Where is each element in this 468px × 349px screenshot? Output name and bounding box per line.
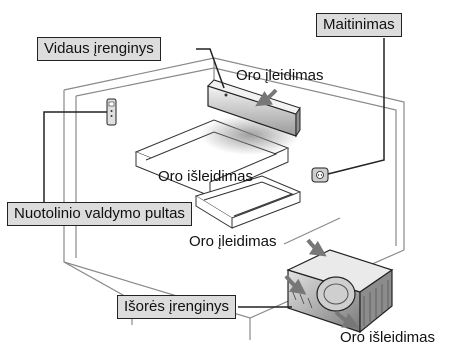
furniture	[134, 119, 302, 229]
outdoor-inlet-arrow	[306, 238, 327, 257]
indoor-unit-label: Vidaus įrenginys	[37, 37, 161, 61]
indoor-outlet-text: Oro išleidimas	[158, 168, 254, 185]
outdoor-outlet-arrow	[334, 310, 360, 328]
power-outlet-icon	[311, 167, 329, 183]
indoor-unit-side	[295, 106, 301, 138]
outdoor-inlet-arrow-2	[284, 274, 307, 295]
remote-control-icon	[106, 98, 117, 126]
remote-leader-line	[43, 111, 107, 214]
indoor-inlet-text: Oro įleidimas	[236, 67, 324, 84]
indoor-leader-line	[196, 48, 225, 89]
power-cable	[327, 38, 385, 175]
power-supply-label: Maitinimas	[316, 13, 402, 37]
outdoor-inlet-text: Oro įleidimas	[189, 233, 277, 250]
indoor-unit	[200, 79, 301, 155]
outdoor-unit-label: Išorės įrenginys	[117, 295, 237, 319]
indoor-unit-indicator	[224, 93, 228, 97]
indoor-inlet-arrow	[255, 88, 278, 107]
remote-control-label: Nuotolinio valdymo pultas	[7, 202, 192, 226]
outdoor-unit-fan	[316, 276, 356, 312]
outdoor-outlet-text: Oro išleidimas	[340, 329, 436, 346]
